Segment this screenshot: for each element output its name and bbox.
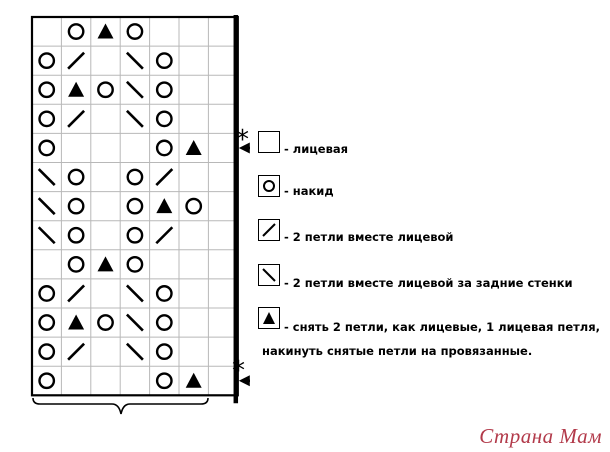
legend-item-sk2po: - снять 2 петли, как лицевые, 1 лицевая … — [258, 302, 600, 334]
legend-label: - 2 петли вместе лицевой — [284, 230, 454, 244]
triangle-icon — [97, 23, 114, 39]
yarn-over-circle-icon — [97, 81, 114, 99]
legend-label: - лицевая — [284, 142, 349, 156]
yarn-over-circle-icon — [38, 343, 56, 361]
yarn-over-circle-icon — [67, 23, 85, 40]
slash-icon — [155, 226, 174, 245]
legend-label: - накид — [284, 184, 334, 198]
yarn-over-circle-icon — [38, 81, 56, 99]
legend-label: - снять 2 петли, как лицевые, 1 лицевая … — [284, 320, 600, 334]
knitting-chart — [30, 15, 250, 415]
legend-item-knit: - лицевая — [258, 128, 348, 156]
backslash-icon — [37, 168, 56, 186]
legend-continuation: накинуть снятые петли на провязанные. — [262, 344, 533, 358]
backslash-icon — [125, 284, 144, 303]
yarn-over-circle-icon — [155, 372, 173, 390]
slash-icon — [258, 219, 280, 241]
site-watermark: Страна Мам — [479, 424, 602, 448]
backslash-icon — [125, 109, 144, 128]
triangle-icon — [68, 81, 85, 97]
chart-outline — [30, 15, 239, 397]
backslash-icon — [125, 51, 144, 70]
yarn-over-circle-icon — [67, 197, 85, 215]
yarn-over-circle-icon — [155, 81, 173, 99]
backslash-icon — [125, 313, 144, 332]
backslash-icon — [37, 226, 56, 245]
row-marker-star-lower: * — [232, 356, 245, 386]
triangle-icon — [156, 198, 173, 214]
legend-item-k2tog: - 2 петли вместе лицевой — [258, 216, 453, 244]
chart-frame — [30, 15, 239, 404]
yarn-over-circle-icon — [67, 226, 85, 244]
empty-square-icon — [258, 131, 280, 153]
circle-icon — [258, 175, 280, 197]
yarn-over-circle-icon — [155, 52, 173, 70]
yarn-over-circle-icon — [155, 314, 173, 331]
legend-label: - 2 петли вместе лицевой за задние стенк… — [284, 276, 573, 290]
slash-icon — [67, 284, 86, 303]
legend-item-k2tog-tbl: - 2 петли вместе лицевой за задние стенк… — [258, 260, 573, 290]
chart-cells — [37, 23, 203, 390]
yarn-over-circle-icon — [126, 23, 144, 40]
yarn-over-circle-icon — [67, 255, 85, 273]
yarn-over-circle-icon — [38, 110, 56, 128]
triangle-icon — [185, 372, 202, 388]
repeat-brace — [32, 397, 209, 415]
yarn-over-circle-icon — [155, 110, 173, 128]
arrow-left-icon — [238, 375, 250, 387]
triangle-icon — [185, 139, 202, 155]
backslash-icon — [125, 342, 144, 361]
yarn-over-circle-icon — [185, 197, 203, 215]
slash-icon — [67, 51, 86, 70]
yarn-over-circle-icon — [38, 314, 56, 331]
row-marker-star-upper: * — [236, 125, 249, 155]
yarn-over-circle-icon — [155, 285, 173, 302]
backslash-icon — [37, 197, 56, 216]
yarn-over-circle-icon — [126, 197, 144, 215]
row-markers — [238, 142, 250, 387]
chart-grid — [32, 17, 238, 396]
yarn-over-circle-icon — [155, 343, 173, 361]
slash-icon — [67, 109, 86, 128]
yarn-over-circle-icon — [67, 168, 85, 186]
yarn-over-circle-icon — [155, 139, 173, 157]
slash-icon — [67, 342, 86, 361]
yarn-over-circle-icon — [38, 139, 56, 157]
triangle-icon — [258, 307, 280, 329]
yarn-over-circle-icon — [126, 255, 144, 273]
yarn-over-circle-icon — [38, 52, 56, 70]
backslash-icon — [125, 80, 144, 99]
backslash-icon — [258, 264, 280, 286]
yarn-over-circle-icon — [97, 314, 114, 331]
yarn-over-circle-icon — [38, 285, 56, 302]
triangle-icon — [97, 256, 114, 272]
legend-item-yarn-over: - накид — [258, 174, 334, 198]
yarn-over-circle-icon — [126, 168, 144, 186]
triangle-icon — [68, 314, 85, 330]
yarn-over-circle-icon — [126, 226, 144, 244]
arrow-left-icon — [238, 142, 250, 154]
slash-icon — [155, 168, 174, 186]
yarn-over-circle-icon — [38, 372, 56, 390]
